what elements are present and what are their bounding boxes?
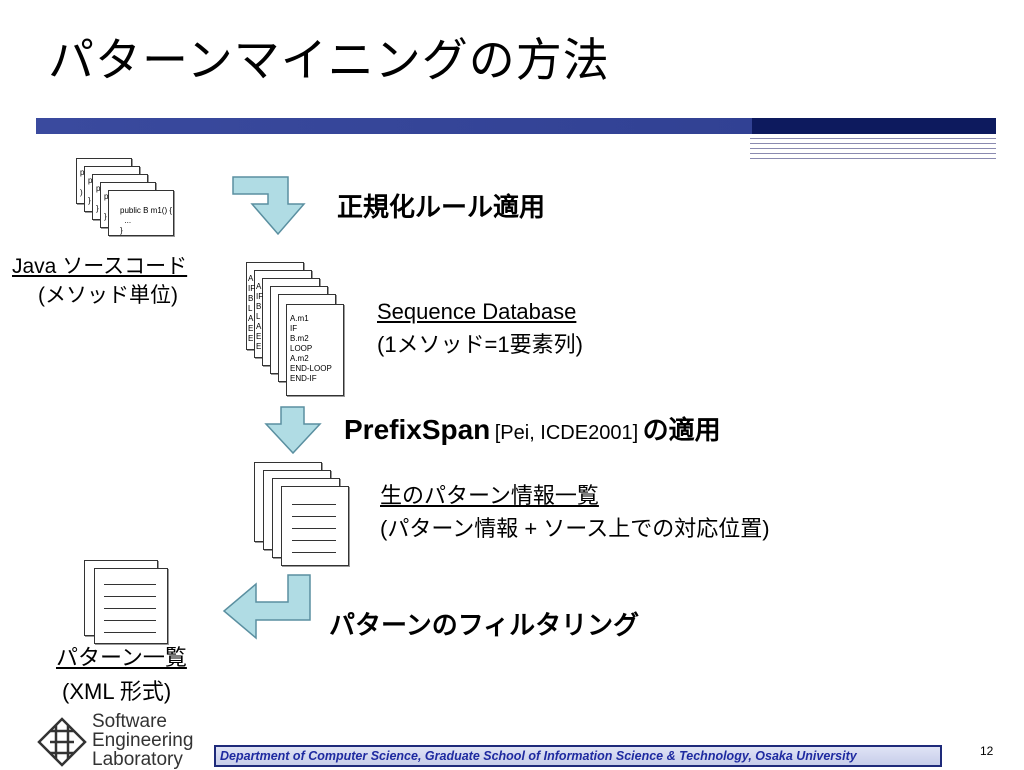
prefixspan-suffix: の適用 bbox=[642, 415, 721, 445]
bent-down-arrow-icon bbox=[232, 176, 306, 236]
peek-letter: p bbox=[104, 192, 109, 201]
peek-letter: A bbox=[248, 314, 254, 323]
peek-letter: IF bbox=[256, 292, 264, 301]
peek-letter: p bbox=[80, 168, 85, 177]
filtering-step-label: パターンのフィルタリング bbox=[329, 610, 640, 640]
prefixspan-step-label: PrefixSpan [Pei, ICDE2001] の適用 bbox=[344, 410, 721, 455]
footer-bar-inner bbox=[216, 747, 940, 765]
code-line: ... bbox=[120, 216, 132, 225]
prefixspan-reference: [Pei, ICDE2001] bbox=[494, 422, 639, 444]
code-line: public B m1() { bbox=[120, 206, 173, 215]
sequence-database-label: Sequence Database bbox=[377, 299, 577, 324]
peek-letter: B bbox=[248, 294, 254, 303]
peek-letter: p bbox=[96, 184, 101, 193]
peek-letter: A bbox=[248, 274, 254, 283]
java-source-label: Java ソースコード bbox=[12, 255, 188, 278]
raw-pattern-list-label: 生のパターン情報一覧 bbox=[380, 483, 599, 508]
peek-letter: L bbox=[248, 304, 253, 313]
peek-letter: E bbox=[256, 332, 262, 341]
title-underline-bar-dark bbox=[752, 118, 996, 134]
peek-letter: A bbox=[256, 282, 262, 291]
page-number: 12 bbox=[980, 744, 994, 758]
logo-text-line1: Software bbox=[92, 711, 167, 732]
sequence-line: A.m1 bbox=[290, 314, 309, 323]
peek-letter: IF bbox=[248, 284, 256, 293]
peek-letter: E bbox=[248, 334, 254, 343]
sequence-line: B.m2 bbox=[290, 334, 309, 343]
peek-letter: B bbox=[256, 302, 262, 311]
raw-pattern-list-sublabel: (パターン情報 + ソース上での対応位置) bbox=[380, 516, 770, 541]
java-source-sublabel: (メソッド単位) bbox=[38, 284, 178, 307]
raw-patterns-stack-icon bbox=[254, 462, 354, 566]
peek-letter: A bbox=[256, 322, 262, 331]
footer-department-text: Department of Computer Science, Graduate… bbox=[220, 749, 857, 763]
peek-letter: p bbox=[88, 176, 93, 185]
sequence-line: A.m2 bbox=[290, 354, 309, 363]
peek-letter: ) bbox=[80, 188, 83, 197]
normalization-step-label: 正規化ルール適用 bbox=[337, 192, 546, 222]
sequence-database-sublabel: (1メソッド=1要素列) bbox=[377, 332, 583, 357]
pattern-list-doc-icon bbox=[84, 560, 174, 648]
logo-text-line2: Engineering bbox=[92, 730, 194, 751]
peek-letter: E bbox=[248, 324, 254, 333]
prefixspan-algo: PrefixSpan bbox=[344, 414, 491, 445]
down-arrow-icon bbox=[264, 406, 322, 455]
sequence-line: LOOP bbox=[290, 344, 313, 353]
source-code-stack-icon: p p p p ) } } } public B m1() { ... } bbox=[76, 158, 186, 240]
pattern-list-label: パターン一覧 bbox=[56, 645, 187, 670]
peek-letter: L bbox=[256, 312, 261, 321]
bent-left-arrow-icon bbox=[222, 574, 311, 640]
peek-letter: E bbox=[256, 342, 262, 351]
sequence-line: IF bbox=[290, 324, 298, 333]
pattern-list-sublabel: (XML 形式) bbox=[62, 679, 172, 704]
logo-text-line3: Laboratory bbox=[92, 749, 183, 770]
sequence-line: END-IF bbox=[290, 374, 317, 383]
peek-letter: } bbox=[88, 196, 91, 205]
peek-letter: } bbox=[104, 212, 107, 221]
sequence-line: END-LOOP bbox=[290, 364, 332, 373]
peek-letter: } bbox=[96, 204, 99, 213]
sequence-database-stack-icon: A IF B L A E E A IF B L A E E A.m1 IF B.… bbox=[246, 262, 356, 396]
sel-logo-icon bbox=[37, 717, 87, 767]
code-line: } bbox=[120, 226, 123, 235]
slide-title: パターンマイニングの方法 bbox=[48, 33, 610, 87]
